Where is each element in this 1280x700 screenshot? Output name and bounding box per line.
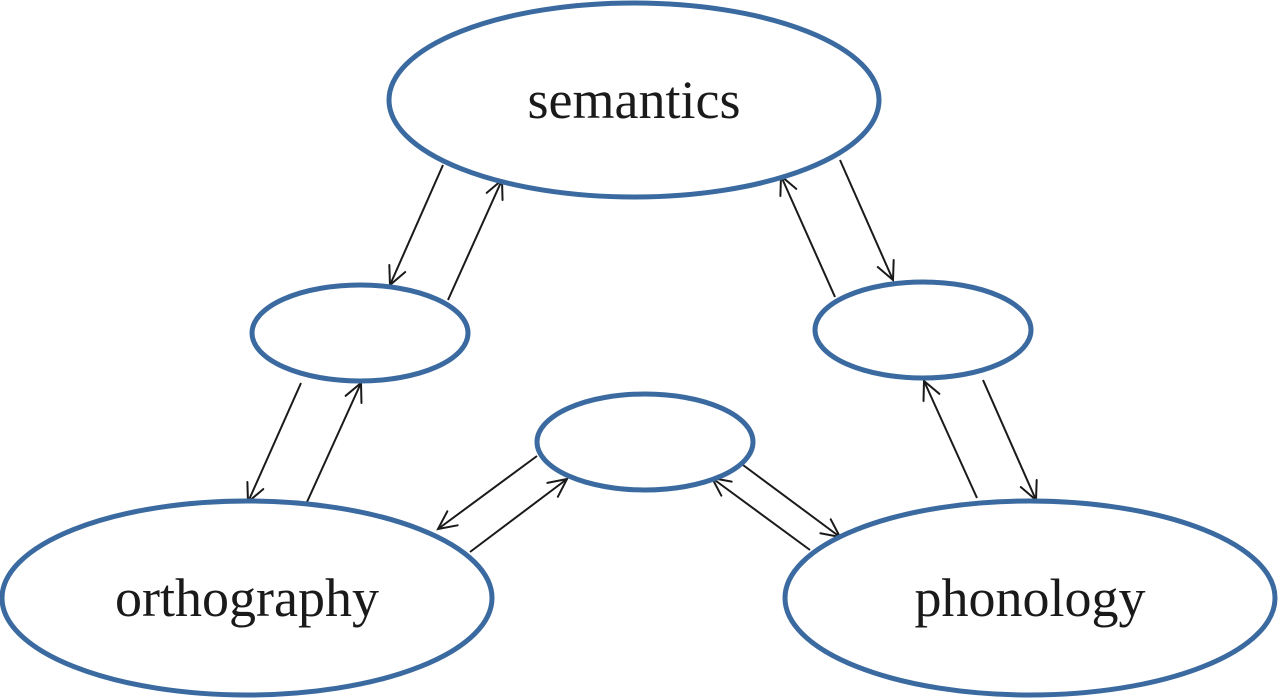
arrow-shaft: [711, 477, 811, 551]
arrow-shaft: [447, 179, 503, 301]
node-orthography-label: orthography: [115, 568, 379, 628]
arrowhead-icon: [546, 477, 569, 498]
arrow-shaft: [306, 382, 362, 503]
node-hidden-bottom-ellipse: [534, 391, 756, 493]
node-phonology-ellipse: [782, 498, 1278, 698]
node-hidden-left-ellipse: [249, 282, 471, 384]
arrow-hidden-left-to-semantics: [447, 177, 504, 301]
arrowhead-icon: [922, 378, 941, 402]
node-hidden-bottom: [534, 391, 756, 493]
arrow-shaft: [780, 175, 836, 298]
node-semantics-ellipse: [386, 0, 882, 200]
arrowhead-icon: [876, 259, 895, 283]
node-hidden-right-ellipse: [812, 279, 1034, 381]
arrow-hidden-right-to-phonology: [982, 379, 1038, 503]
node-hidden-left: [249, 282, 471, 384]
arrow-shaft: [469, 478, 568, 553]
node-phonology: phonology: [782, 498, 1278, 698]
arrow-hidden-right-to-semantics: [779, 173, 836, 298]
arrow-hidden-left-to-orthography: [246, 382, 302, 505]
arrow-shaft: [839, 159, 894, 281]
arrow-phonology-to-hidden-bottom: [710, 476, 811, 551]
arrow-hidden-bottom-to-orthography: [436, 455, 538, 531]
arrow-shaft: [389, 164, 444, 286]
node-hidden-right: [812, 279, 1034, 381]
arrow-hidden-bottom-to-phonology: [742, 464, 842, 539]
arrowhead-icon: [436, 510, 459, 531]
node-semantics: semantics: [386, 0, 882, 200]
node-semantics-label: semantics: [528, 70, 741, 130]
arrow-shaft: [742, 464, 841, 538]
arrow-semantics-to-hidden-right: [839, 159, 895, 283]
node-orthography: orthography: [0, 498, 495, 698]
arrow-shaft: [923, 380, 978, 499]
arrow-orthography-to-hidden-bottom: [469, 477, 569, 553]
arrow-shaft: [982, 379, 1037, 501]
node-orthography-ellipse: [0, 498, 495, 698]
arrow-orthography-to-hidden-left: [306, 380, 363, 503]
edges-layer: [246, 159, 1038, 553]
arrow-phonology-to-hidden-right: [922, 378, 978, 499]
arrow-semantics-to-hidden-left: [388, 164, 444, 288]
arrow-shaft: [247, 382, 302, 503]
arrow-shaft: [437, 455, 538, 530]
node-phonology-label: phonology: [914, 568, 1145, 628]
